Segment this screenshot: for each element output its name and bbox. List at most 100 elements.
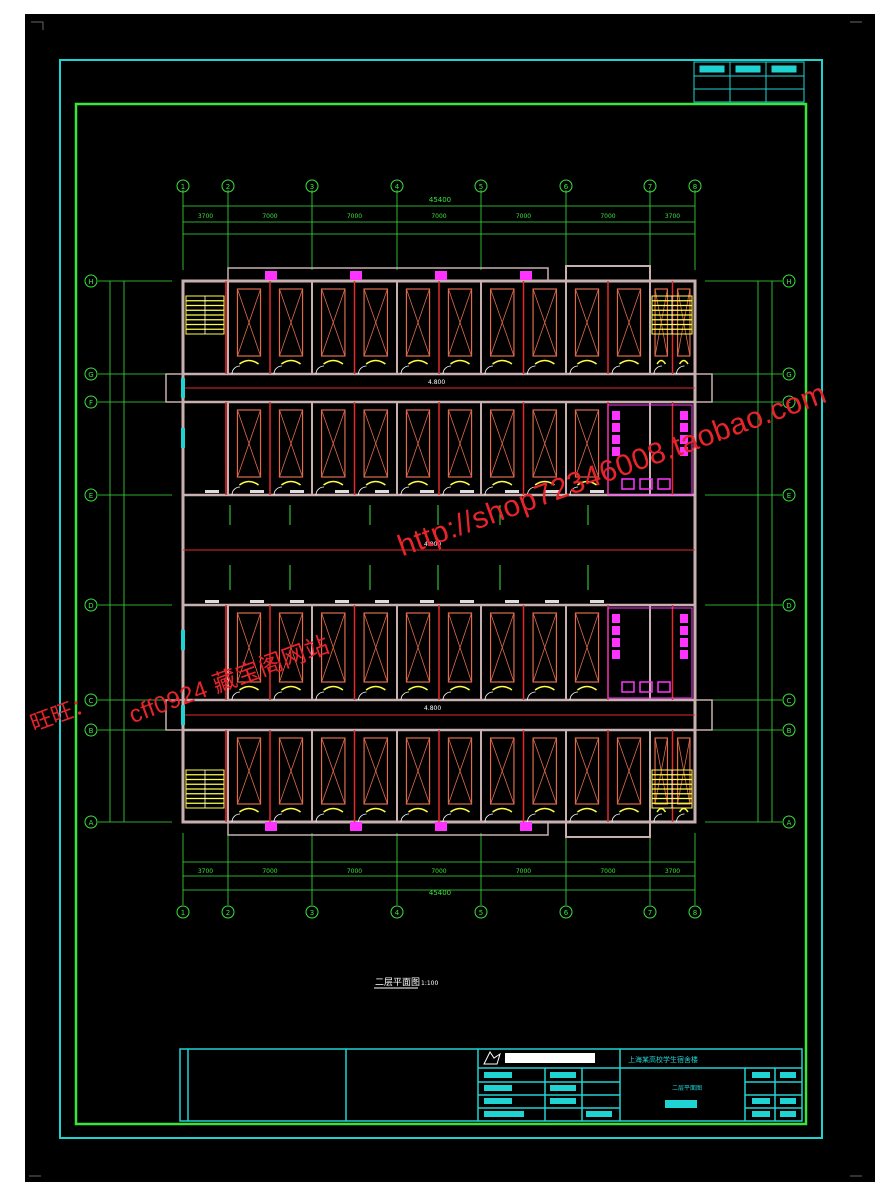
door-swing-icon <box>484 691 494 701</box>
title-block-fields <box>484 1053 796 1117</box>
bed-icon <box>532 737 557 805</box>
axis-bubble <box>782 367 796 381</box>
axis-bubble <box>782 274 796 288</box>
bed-icon <box>279 288 303 357</box>
chair-icon <box>365 480 386 486</box>
axis-label: A <box>89 819 94 827</box>
top-bay-dimension: 7000 <box>516 213 531 220</box>
bed-icon <box>405 737 431 805</box>
door-tag <box>460 490 474 493</box>
bed-icon <box>406 612 430 683</box>
bed-icon <box>447 612 473 683</box>
bed-icon <box>490 612 515 683</box>
axis-bubble <box>221 179 235 193</box>
balcony-fixture-icon <box>350 822 362 831</box>
bottom-bay-dimension: 7000 <box>600 868 615 875</box>
bed-icon <box>654 288 669 357</box>
door-tag <box>590 600 604 603</box>
door-tag <box>545 490 559 493</box>
chair-icon <box>365 359 386 365</box>
bed-icon <box>448 737 472 805</box>
door-swing-icon <box>653 813 663 823</box>
chair-icon <box>577 685 597 691</box>
window-marker <box>181 428 185 448</box>
bed-icon <box>279 737 303 805</box>
bed-icon <box>321 409 346 478</box>
axis-label: D <box>88 602 93 610</box>
bed-icon <box>575 737 599 805</box>
bed-icon <box>320 612 346 683</box>
door-tag <box>205 490 219 493</box>
plan-title: 二层平面图 <box>375 977 420 988</box>
axis-label: 7 <box>648 909 652 917</box>
bed-icon <box>237 612 261 683</box>
bed-icon <box>363 288 388 357</box>
axis-label: 6 <box>564 183 569 191</box>
axis-label: B <box>89 727 94 735</box>
revision-stamp <box>693 61 805 103</box>
bed-icon <box>447 288 473 357</box>
bed-icon <box>532 288 558 357</box>
axis-label: G <box>88 371 93 379</box>
door-swing-icon <box>569 365 579 375</box>
axis-label: G <box>786 371 791 379</box>
drawing-background <box>25 14 875 1182</box>
bed-icon <box>575 409 599 478</box>
top-total-dimension: 45400 <box>429 196 451 204</box>
bed-icon <box>532 612 557 683</box>
axis-bubble <box>176 905 190 919</box>
chair-icon <box>577 359 597 365</box>
bed-icon <box>575 288 599 357</box>
chair-icon <box>678 359 689 365</box>
door-tag <box>290 600 304 603</box>
toilet-fixture-icon <box>680 423 688 432</box>
chair-icon <box>408 807 428 813</box>
chair-icon <box>450 480 470 486</box>
bed-icon <box>279 612 303 683</box>
toilet-fixture-icon <box>612 614 620 623</box>
door-swing-icon <box>569 813 579 823</box>
axis-label: 5 <box>479 909 483 917</box>
top-bay-dimension: 7000 <box>600 213 615 220</box>
axis-label: 3 <box>310 909 314 917</box>
axis-label: 5 <box>479 183 483 191</box>
door-tag <box>420 600 434 603</box>
chair-icon <box>281 685 301 691</box>
door-swing-icon <box>527 486 536 496</box>
axis-label: 2 <box>226 909 230 917</box>
door-tag <box>375 600 389 603</box>
door-swing-icon <box>358 365 367 375</box>
elevation-lower: 4.800 <box>424 705 441 712</box>
bed-icon <box>532 288 557 357</box>
chair-icon <box>619 359 639 365</box>
axis-label: 1 <box>181 183 185 191</box>
bed-icon <box>236 612 262 683</box>
axis-bubble <box>782 488 796 502</box>
door-swing-icon <box>676 813 685 823</box>
toilet-fixture-icon <box>612 638 620 647</box>
door-tag <box>460 600 474 603</box>
bed-icon <box>278 612 304 683</box>
chair-icon <box>450 685 470 691</box>
bed-icon <box>406 409 430 478</box>
axis-label: 1 <box>181 909 185 917</box>
bed-icon <box>574 737 600 805</box>
axis-bubble <box>84 488 98 502</box>
bed-icon <box>363 737 389 805</box>
chair-icon <box>281 480 301 486</box>
balcony-fixture-icon <box>435 271 447 280</box>
chair-icon <box>492 480 513 486</box>
chair-icon <box>323 359 344 365</box>
top-bay-dimension: 7000 <box>347 213 362 220</box>
sink-fixture-icon <box>657 478 671 490</box>
bed-icon <box>321 737 346 805</box>
top-bay-dimension: 7000 <box>431 213 446 220</box>
door-tag <box>335 490 349 493</box>
door-tag <box>250 600 264 603</box>
axis-bubble <box>782 598 796 612</box>
elevation-upper: 4.800 <box>428 379 445 386</box>
bed-icon <box>405 409 431 478</box>
axis-bubble <box>559 179 573 193</box>
bed-icon <box>676 288 691 357</box>
axis-label: C <box>89 697 94 705</box>
